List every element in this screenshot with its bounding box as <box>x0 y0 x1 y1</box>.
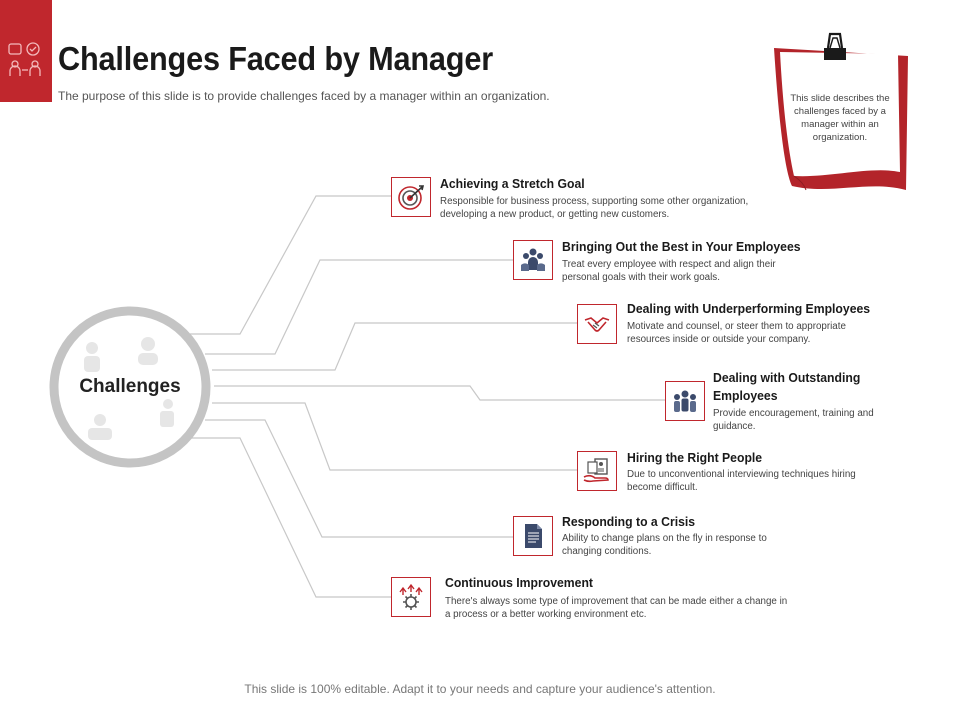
item-title: Dealing with Underperforming Employees <box>627 301 871 316</box>
item-description: Provide encouragement, training and guid… <box>713 408 874 432</box>
connector-7 <box>190 437 391 598</box>
gear-growth-icon <box>399 583 423 610</box>
item-icon-box <box>391 177 431 217</box>
people-icon <box>674 390 696 412</box>
sticky-note <box>774 32 908 191</box>
item-description: Treat every employee with respect and al… <box>562 259 776 283</box>
document-icon <box>525 524 542 548</box>
page-subtitle: The purpose of this slide is to provide … <box>58 89 550 103</box>
item-title: Hiring the Right People <box>627 450 763 465</box>
item-title: Continuous Improvement <box>445 575 594 590</box>
target-icon <box>398 185 425 210</box>
item-icon-box <box>577 304 617 344</box>
item-description: Motivate and counsel, or steer them to a… <box>627 321 846 345</box>
connector-1 <box>190 195 391 335</box>
binder-clip-icon <box>824 32 846 60</box>
item-title: Dealing with Outstanding Employees <box>713 370 861 403</box>
item-description: There's always some type of improvement … <box>445 596 788 620</box>
people-background-icon <box>84 337 174 440</box>
connector-2 <box>205 259 513 355</box>
page-title: Challenges Faced by Manager <box>58 40 494 77</box>
hand-resume-icon <box>583 458 609 483</box>
item-icon-box <box>391 577 431 617</box>
item-title: Responding to a Crisis <box>562 514 696 529</box>
item-title: Bringing Out the Best in Your Employees <box>562 239 801 254</box>
idea-icon <box>8 42 41 76</box>
item-description: Ability to change plans on the fly in re… <box>562 533 767 557</box>
corner-accent-block <box>0 0 52 102</box>
connector-4 <box>214 385 665 401</box>
footer-text: This slide is 100% editable. Adapt it to… <box>244 682 716 696</box>
hub-label: Challenges <box>79 376 181 397</box>
item-icon-box <box>513 516 553 556</box>
item-icon-box <box>665 381 705 421</box>
item-title: Achieving a Stretch Goal <box>440 176 585 191</box>
handshake-icon <box>584 317 610 332</box>
item-description: Responsible for business process, suppor… <box>440 196 749 220</box>
item-description: Due to unconventional interviewing techn… <box>627 469 856 493</box>
item-icon-box <box>577 451 617 491</box>
connector-3 <box>212 322 577 371</box>
connector-6 <box>205 419 513 538</box>
team-icon <box>521 248 545 271</box>
connector-5 <box>212 402 577 471</box>
item-icon-box <box>513 240 553 280</box>
note-text: This slide describes the challenges face… <box>790 93 890 143</box>
